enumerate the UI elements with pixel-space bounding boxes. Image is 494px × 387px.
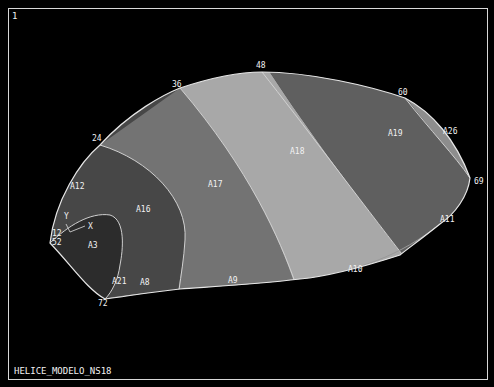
blade-areas <box>40 60 494 310</box>
area-label: A16 <box>136 205 150 214</box>
axis-triad <box>66 224 85 232</box>
area-label: A18 <box>290 147 304 156</box>
area-label: A21 <box>112 277 126 286</box>
blade-outline <box>50 72 470 299</box>
area-label: A19 <box>388 129 402 138</box>
keypoint-number: 72 <box>98 299 108 308</box>
area-label: A11 <box>440 215 454 224</box>
area-label: A26 <box>443 127 457 136</box>
keypoint-number: 36 <box>172 80 182 89</box>
keypoint-number: 12 <box>52 229 62 238</box>
axis-label: X <box>88 222 93 231</box>
viewport-number: 1 <box>12 11 17 21</box>
area-label: A17 <box>208 180 222 189</box>
axis-label: Y <box>64 212 69 221</box>
keypoint-number: 69 <box>474 177 484 186</box>
area-label: A9 <box>228 276 238 285</box>
area-a12-a16 <box>40 60 490 310</box>
area-label: A8 <box>140 278 150 287</box>
area-label: A3 <box>88 241 98 250</box>
keypoint-number: 52 <box>52 238 62 247</box>
area-a26 <box>405 85 494 180</box>
keypoint-number: 60 <box>398 88 408 97</box>
keypoint-number: 24 <box>92 134 102 143</box>
area-label: A12 <box>70 182 84 191</box>
area-label: A10 <box>348 265 362 274</box>
keypoint-number: 48 <box>256 61 266 70</box>
model-name: HELICE_MODELO_NS18 <box>14 366 112 376</box>
area-a3 <box>50 215 122 299</box>
